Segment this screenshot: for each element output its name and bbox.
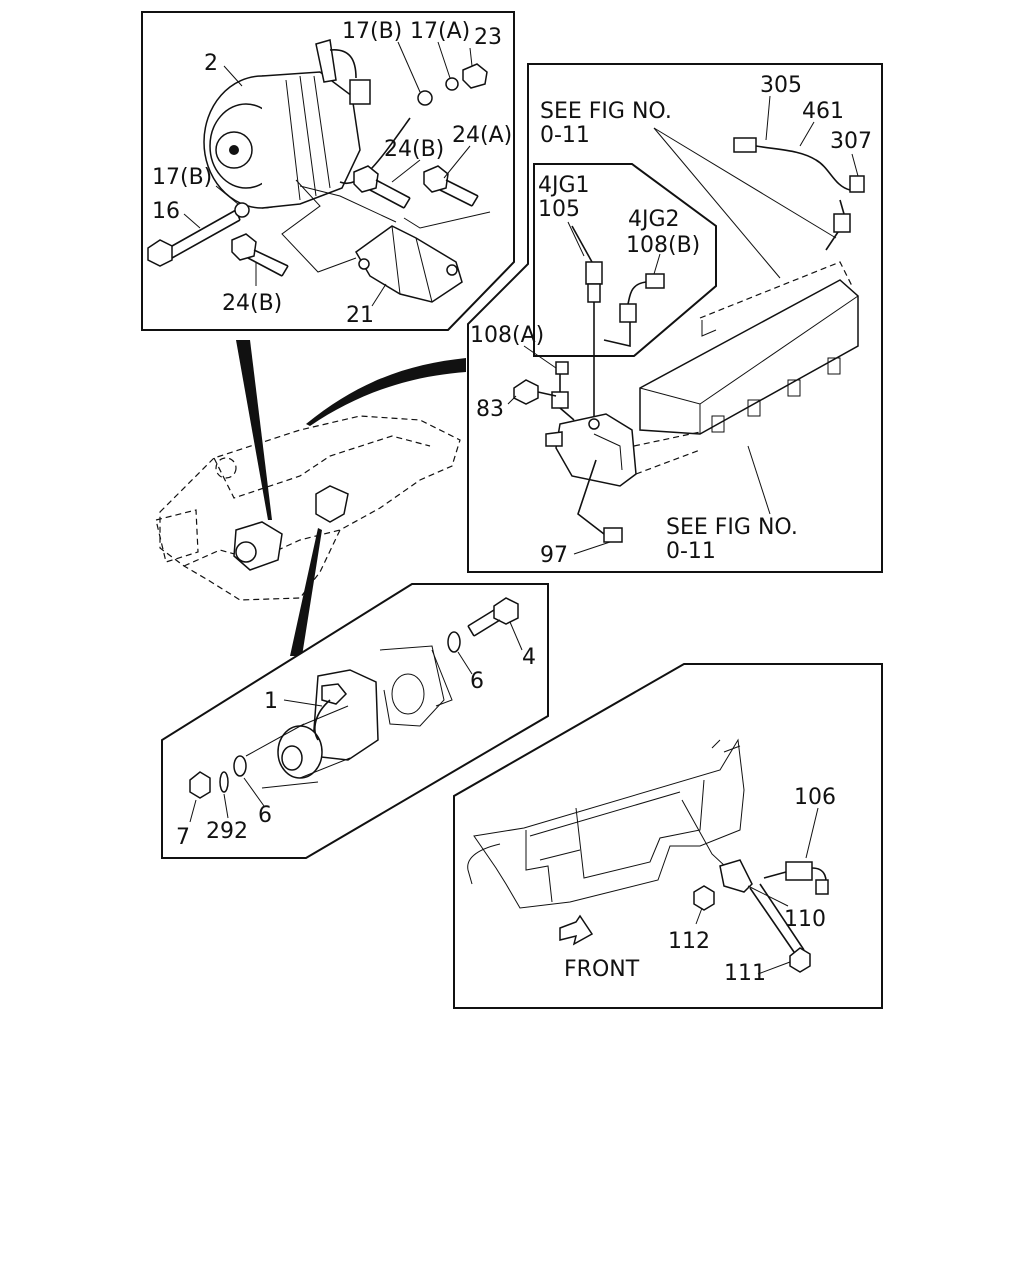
bolt-24a bbox=[423, 165, 479, 207]
sensor-108b bbox=[603, 273, 665, 348]
sensor-307-harness bbox=[733, 137, 865, 251]
callout-17b-left: 17(B) bbox=[152, 165, 212, 190]
bracket-21 bbox=[355, 225, 463, 303]
variant-4jg2: 4JG2 bbox=[628, 207, 680, 232]
variant-subpanel bbox=[533, 163, 717, 357]
callout-2: 2 bbox=[204, 51, 218, 76]
callout-108a: 108(A) bbox=[470, 323, 544, 348]
callout-24a: 24(A) bbox=[452, 123, 512, 148]
callout-307: 307 bbox=[830, 129, 872, 154]
bolt-24b-top bbox=[353, 165, 411, 209]
callout-108b: 108(B) bbox=[626, 233, 700, 258]
callout-305: 305 bbox=[760, 73, 802, 98]
bracket-110 bbox=[719, 859, 753, 893]
bolt-24b-bottom bbox=[231, 233, 289, 277]
callout-16: 16 bbox=[152, 199, 180, 224]
thermostat-housing bbox=[545, 413, 701, 487]
starter-panel: 4 6 1 7 292 6 bbox=[161, 583, 549, 859]
bolt-4 bbox=[467, 597, 519, 637]
callout-17a: 17(A) bbox=[410, 19, 470, 44]
see-fig-1-line2: 0-11 bbox=[540, 123, 590, 148]
callout-292: 292 bbox=[206, 819, 248, 844]
alternator-panel: 2 17(B) 17(A) 23 24(B) 24(A) 17(B) 16 24… bbox=[141, 11, 515, 331]
sensor-panel: SEE FIG NO. 0-11 305 461 307 4JG1 105 4J… bbox=[467, 63, 883, 573]
vehicle-front-panel: 106 110 112 111 FRONT bbox=[453, 663, 883, 1009]
bolt-16 bbox=[147, 202, 250, 267]
bolt-111 bbox=[749, 883, 811, 973]
callout-6-right: 6 bbox=[470, 669, 484, 694]
callout-1: 1 bbox=[264, 689, 278, 714]
see-fig-2-line2: 0-11 bbox=[666, 539, 716, 564]
callout-461: 461 bbox=[802, 99, 844, 124]
washer-292 bbox=[219, 771, 229, 793]
cylinder-head bbox=[639, 261, 859, 435]
spring-washer-17a bbox=[445, 77, 459, 91]
nut-23 bbox=[462, 63, 488, 89]
callout-111: 111 bbox=[724, 961, 766, 986]
sensor-106 bbox=[763, 861, 829, 895]
callout-24b-top: 24(B) bbox=[384, 137, 444, 162]
see-fig-1-line1: SEE FIG NO. bbox=[540, 99, 672, 124]
callout-105: 105 bbox=[538, 197, 580, 222]
sensor-97 bbox=[577, 459, 623, 543]
front-label: FRONT bbox=[564, 957, 640, 982]
alternator-illustration bbox=[203, 39, 411, 209]
callout-4: 4 bbox=[522, 645, 536, 670]
callout-7: 7 bbox=[176, 825, 190, 850]
starter-motor bbox=[277, 669, 379, 779]
pointer-alternator bbox=[236, 340, 272, 520]
sensor-105 bbox=[571, 225, 603, 430]
nut-7 bbox=[189, 771, 211, 799]
callout-6-left: 6 bbox=[258, 803, 272, 828]
washer-6-right bbox=[447, 631, 461, 653]
variant-4jg1: 4JG1 bbox=[538, 173, 590, 198]
washer-6-left bbox=[233, 755, 247, 777]
callout-21: 21 bbox=[346, 303, 374, 328]
callout-17b-top: 17(B) bbox=[342, 19, 402, 44]
nut-112 bbox=[693, 885, 715, 911]
callout-23: 23 bbox=[474, 25, 502, 50]
washer-17b-top bbox=[417, 90, 433, 106]
pointer-starter bbox=[290, 528, 322, 656]
callout-110: 110 bbox=[784, 907, 826, 932]
callout-24b-bottom: 24(B) bbox=[222, 291, 282, 316]
engine-overview bbox=[155, 340, 466, 656]
callout-106: 106 bbox=[794, 785, 836, 810]
callout-83: 83 bbox=[476, 397, 504, 422]
pointer-sensor bbox=[306, 358, 466, 426]
front-arrow-icon bbox=[559, 914, 594, 946]
see-fig-2-line1: SEE FIG NO. bbox=[666, 515, 798, 540]
callout-97: 97 bbox=[540, 543, 568, 568]
callout-112: 112 bbox=[668, 929, 710, 954]
